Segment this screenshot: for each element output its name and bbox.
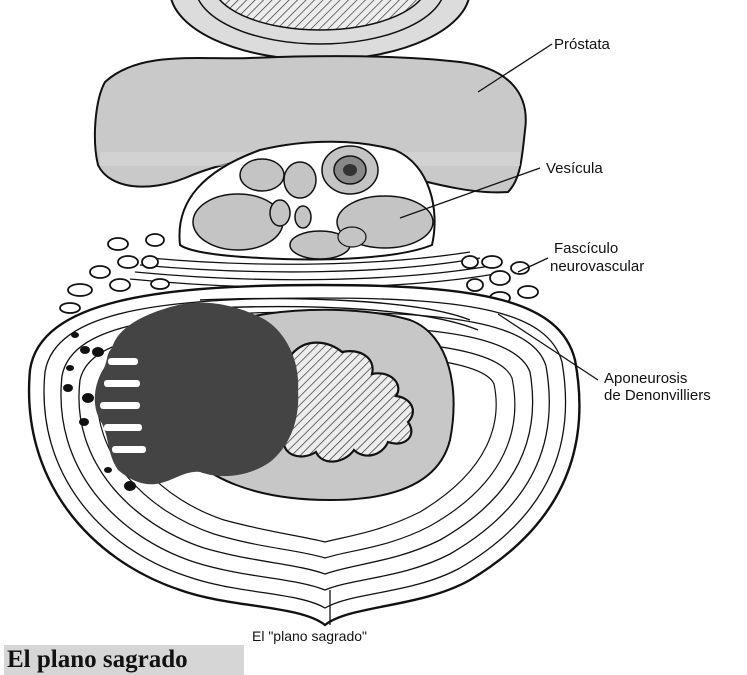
bladder-top <box>170 0 470 60</box>
figure-caption: El plano sagrado <box>4 645 244 675</box>
label-seminal-vesicle: Vesícula <box>546 160 603 177</box>
label-denonvilliers-line2: de Denonvilliers <box>604 387 711 404</box>
label-prostate: Próstata <box>554 36 610 53</box>
label-neurovascular-bundle-line1: Fascículo <box>554 240 618 257</box>
label-denonvilliers-line1: Aponeurosis <box>604 370 687 387</box>
label-sacred-plane: El "plano sagrado" <box>252 628 367 645</box>
tumor-mass <box>95 303 298 485</box>
label-neurovascular-bundle-line2: neurovascular <box>550 258 644 275</box>
